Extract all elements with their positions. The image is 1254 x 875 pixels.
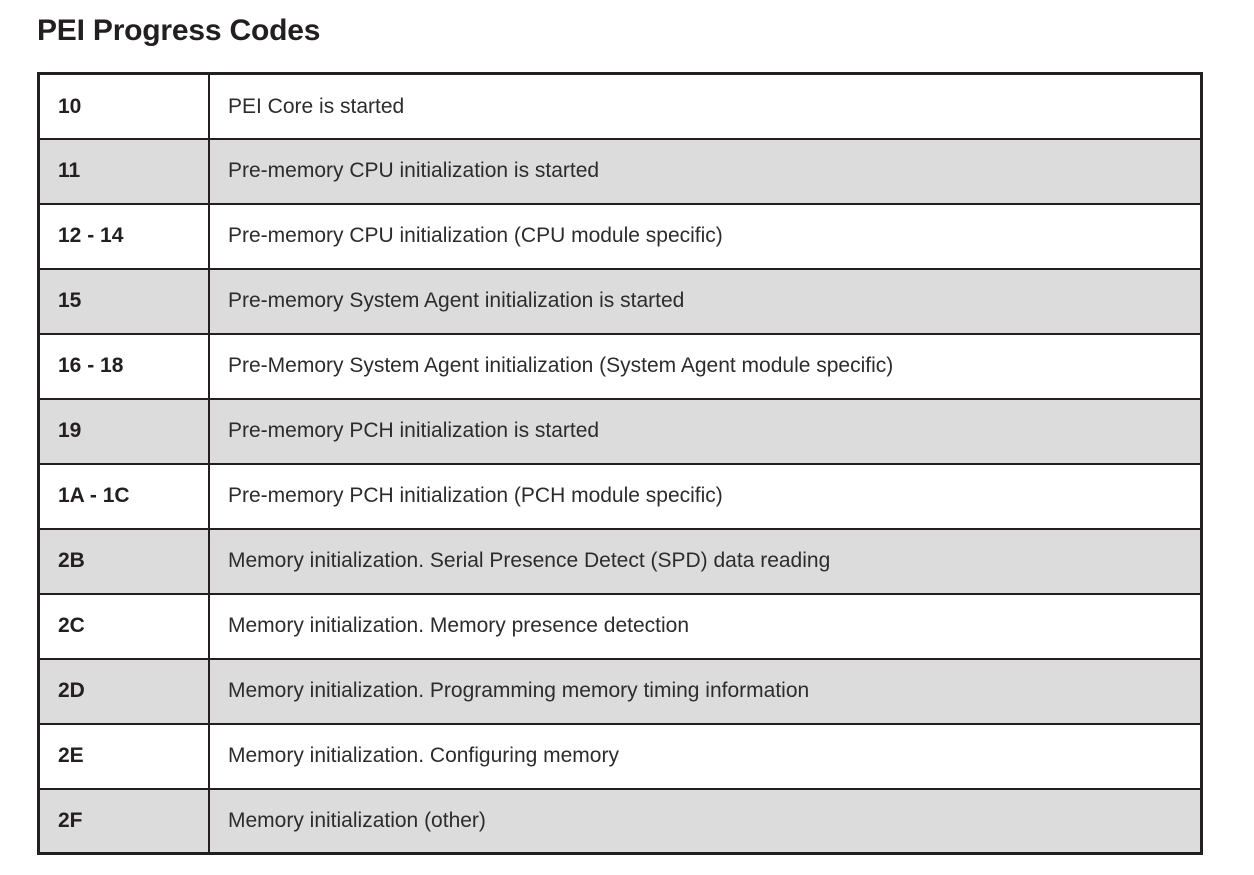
cell-code: 2F bbox=[38, 787, 210, 854]
cell-description: Pre-Memory System Agent initialization (… bbox=[209, 332, 1202, 400]
cell-code: 12 - 14 bbox=[38, 202, 210, 270]
cell-code: 10 bbox=[38, 73, 210, 140]
cell-code: 2B bbox=[38, 527, 210, 595]
cell-code: 2D bbox=[38, 657, 210, 725]
cell-description: Pre-memory CPU initialization (CPU modul… bbox=[209, 202, 1202, 270]
cell-description: Pre-memory PCH initialization (PCH modul… bbox=[209, 462, 1202, 530]
cell-description: PEI Core is started bbox=[209, 73, 1202, 140]
cell-description: Memory initialization (other) bbox=[209, 787, 1202, 854]
page-title: PEI Progress Codes bbox=[37, 14, 321, 47]
cell-code: 15 bbox=[38, 267, 210, 335]
cell-code: 1A - 1C bbox=[38, 462, 210, 530]
cell-code: 11 bbox=[38, 137, 210, 205]
cell-description: Memory initialization. Memory presence d… bbox=[209, 592, 1202, 660]
cell-code: 2C bbox=[38, 592, 210, 660]
cell-code: 2E bbox=[38, 722, 210, 790]
cell-description: Memory initialization. Programming memor… bbox=[209, 657, 1202, 725]
cell-description: Pre-memory CPU initialization is started bbox=[209, 137, 1202, 205]
cell-code: 19 bbox=[38, 397, 210, 465]
cell-description: Pre-memory System Agent initialization i… bbox=[209, 267, 1202, 335]
cell-code: 16 - 18 bbox=[38, 332, 210, 400]
cell-description: Memory initialization. Configuring memor… bbox=[209, 722, 1202, 790]
cell-description: Memory initialization. Serial Presence D… bbox=[209, 527, 1202, 595]
cell-description: Pre-memory PCH initialization is started bbox=[209, 397, 1202, 465]
